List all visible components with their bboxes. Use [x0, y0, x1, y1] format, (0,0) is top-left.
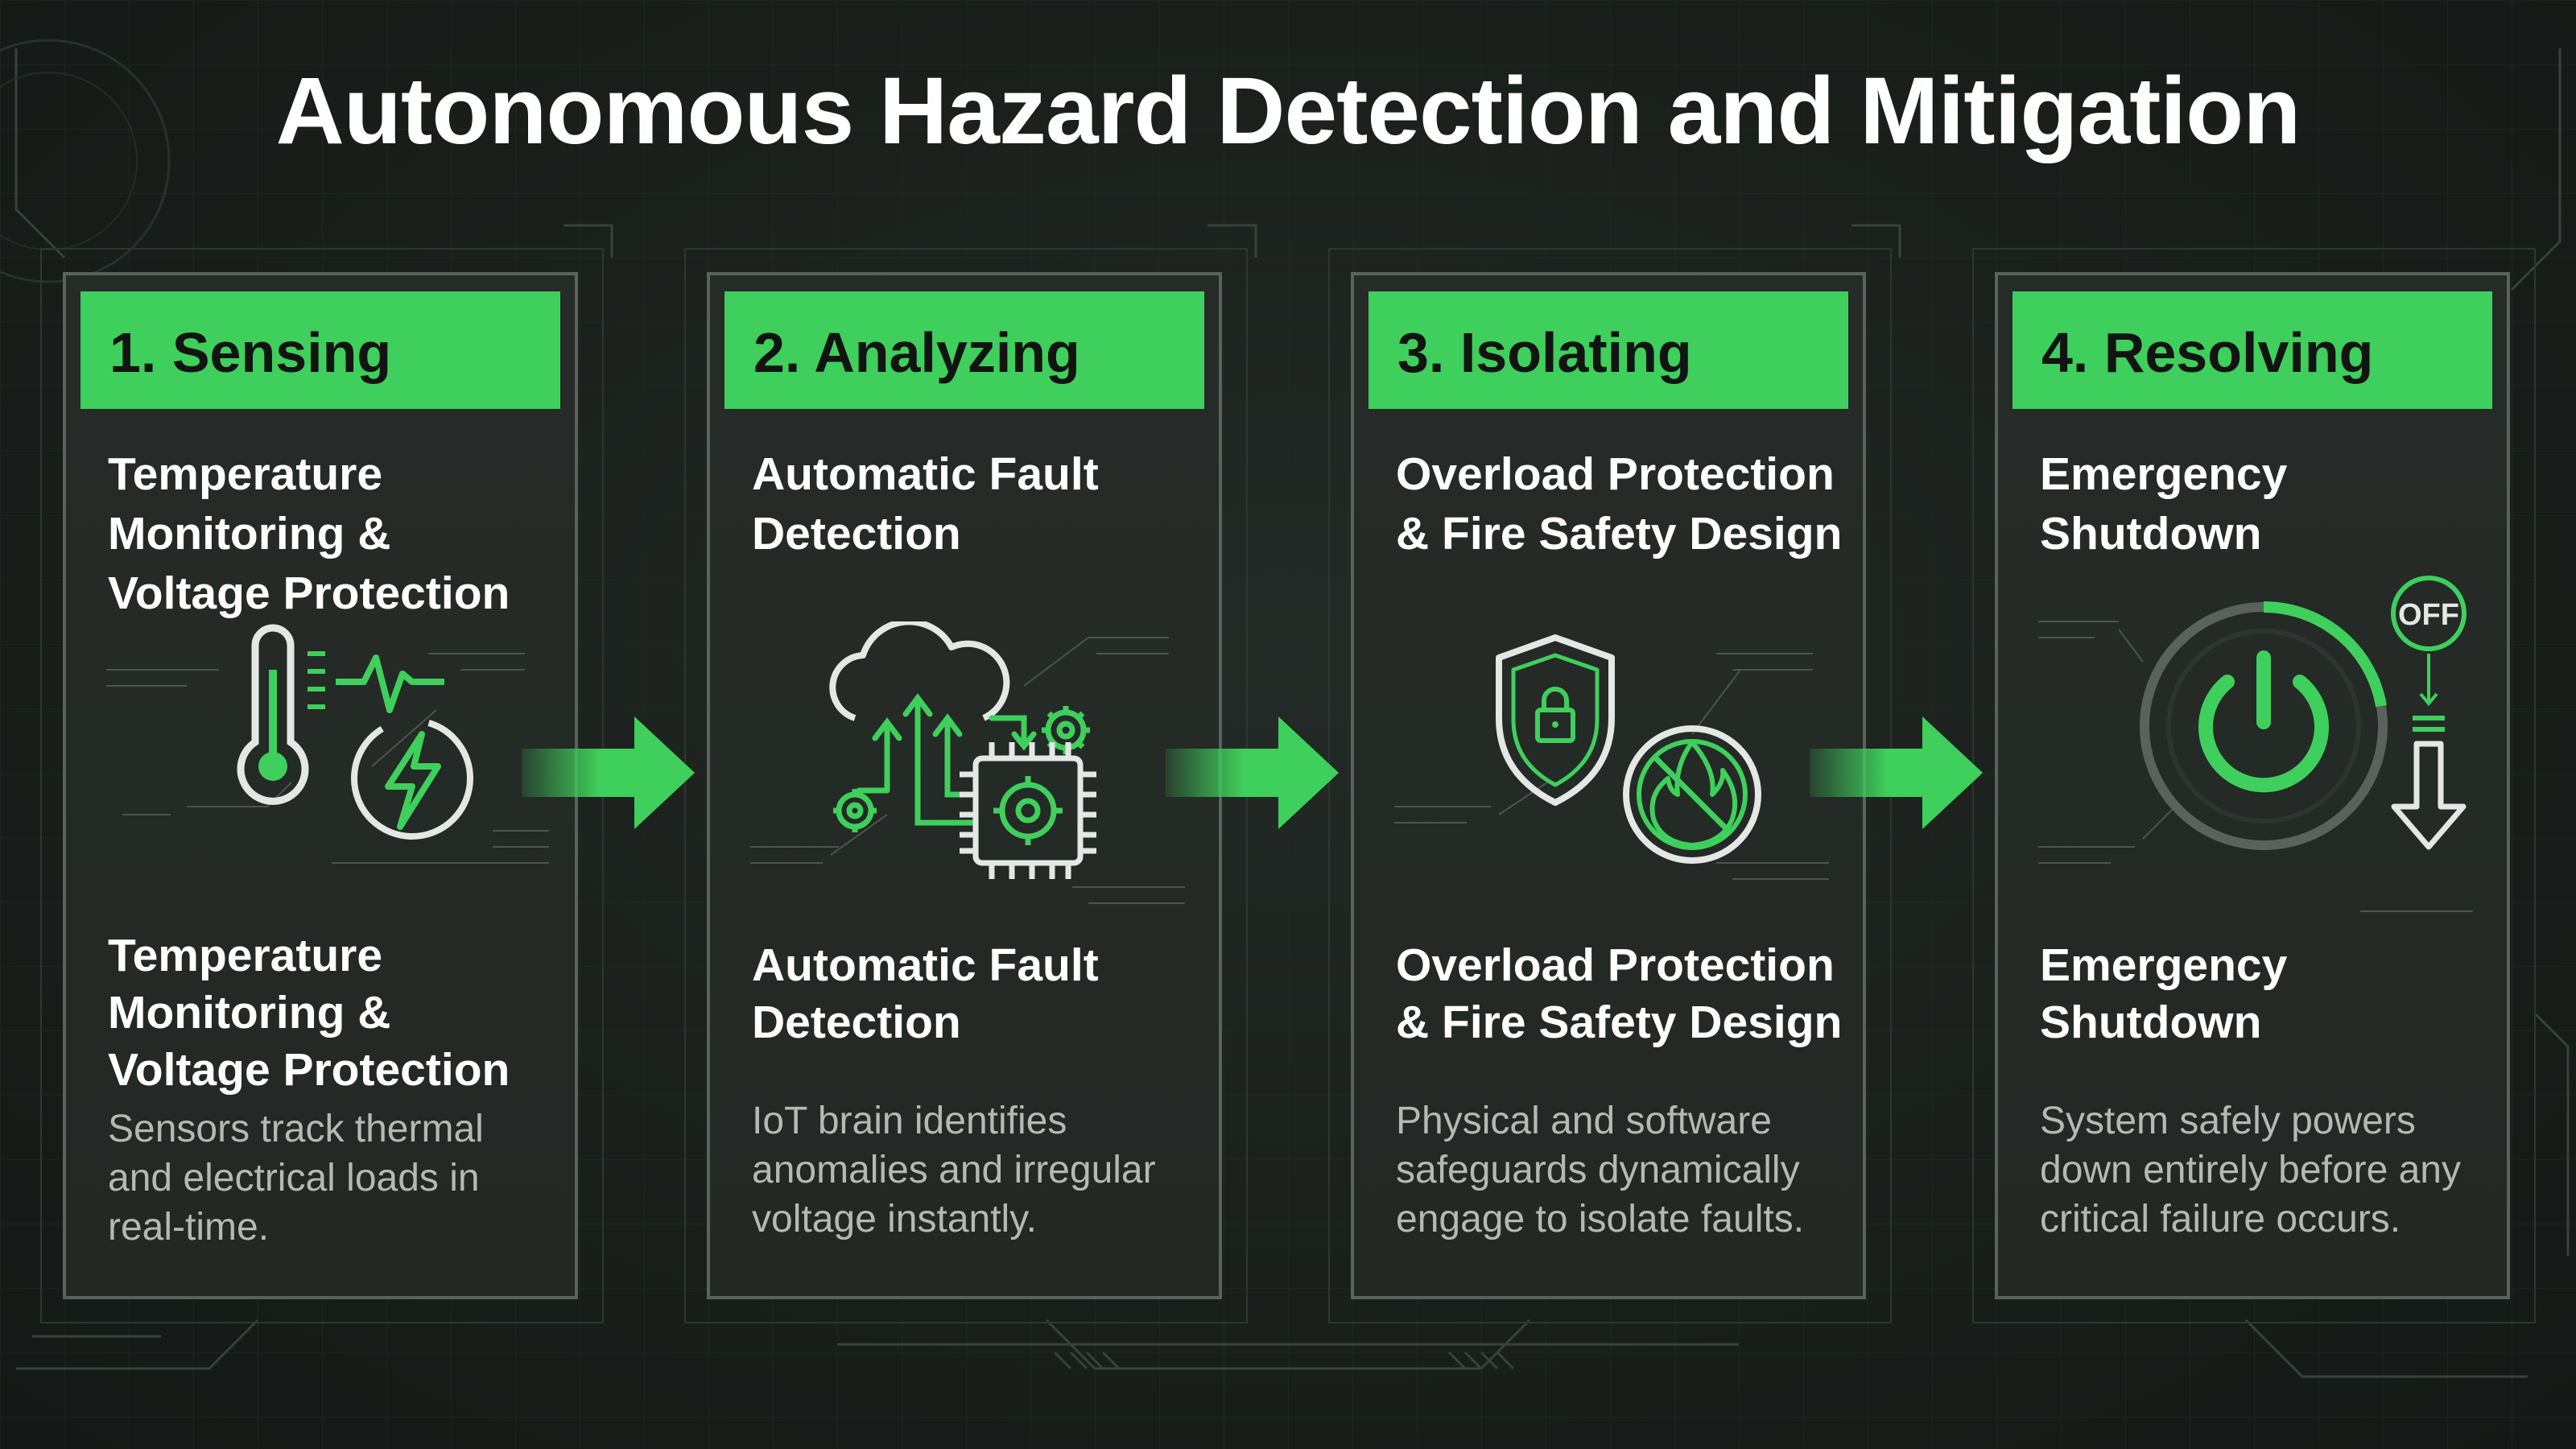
step-description: System safely powers down entirely befor…	[2040, 1100, 2461, 1241]
off-badge: OFF	[2391, 576, 2467, 651]
right-arrow-icon	[1166, 716, 1339, 829]
step-header-label: 4. Resolving	[2041, 321, 2374, 384]
step-card-resolving: 4. Resolving Emergency Shutdown OFF	[1995, 272, 2510, 1299]
step-description: Physical and software safeguards dynamic…	[1396, 1100, 1805, 1241]
step-header: 3. Isolating	[1368, 291, 1848, 409]
step-heading: Automatic Fault Detection	[752, 939, 1099, 1048]
isolating-illustration	[1394, 634, 1829, 880]
right-arrow-icon	[1810, 716, 1983, 829]
chip-icon	[960, 742, 1096, 879]
step-subtitle: Emergency Shutdown	[2040, 448, 2288, 559]
step-header: 4. Resolving	[2013, 291, 2492, 409]
off-badge-label: OFF	[2398, 598, 2459, 632]
no-fire-icon	[1623, 725, 1761, 864]
step-heading: Overload Protection & Fire Safety Design	[1396, 939, 1843, 1048]
cloud-icon	[829, 621, 1010, 721]
page-title: Autonomous Hazard Detection and Mitigati…	[275, 58, 2301, 164]
card-outer-frame	[1972, 248, 2536, 1323]
resolving-illustration: OFF	[2038, 576, 2473, 912]
down-arrow-icon	[2391, 654, 2467, 850]
step-subtitle: Temperature Monitoring & Voltage Protect…	[108, 448, 510, 619]
step-heading: Emergency Shutdown	[2040, 939, 2288, 1048]
thermometer-icon	[237, 624, 325, 805]
lightning-icon	[351, 717, 473, 840]
step-header-label: 3. Isolating	[1397, 321, 1692, 384]
step-description: IoT brain identifies anomalies and irreg…	[752, 1100, 1156, 1241]
step-header-label: 2. Analyzing	[753, 321, 1080, 384]
step-subtitle: Automatic Fault Detection	[752, 448, 1099, 559]
step-card-analyzing: 2. Analyzing Automatic Fault Detection	[707, 272, 1222, 1299]
step-card-isolating: 3. Isolating Overload Protection & Fire …	[1351, 272, 1866, 1299]
step-header: 1. Sensing	[80, 291, 560, 409]
step-card-sensing: 1. Sensing Temperature Monitoring & Volt…	[63, 272, 578, 1299]
step-description: Sensors track thermal and electrical loa…	[108, 1108, 484, 1249]
sensing-illustration	[106, 624, 549, 864]
step-header: 2. Analyzing	[724, 291, 1204, 409]
step-heading: Temperature Monitoring & Voltage Protect…	[108, 930, 510, 1096]
step-subtitle: Overload Protection & Fire Safety Design	[1396, 448, 1843, 559]
power-icon	[2140, 601, 2388, 850]
shield-lock-icon	[1496, 634, 1615, 806]
analyzing-illustration	[750, 621, 1185, 904]
pulse-icon	[336, 654, 444, 713]
step-header-label: 1. Sensing	[109, 321, 392, 384]
right-arrow-icon	[522, 716, 695, 829]
